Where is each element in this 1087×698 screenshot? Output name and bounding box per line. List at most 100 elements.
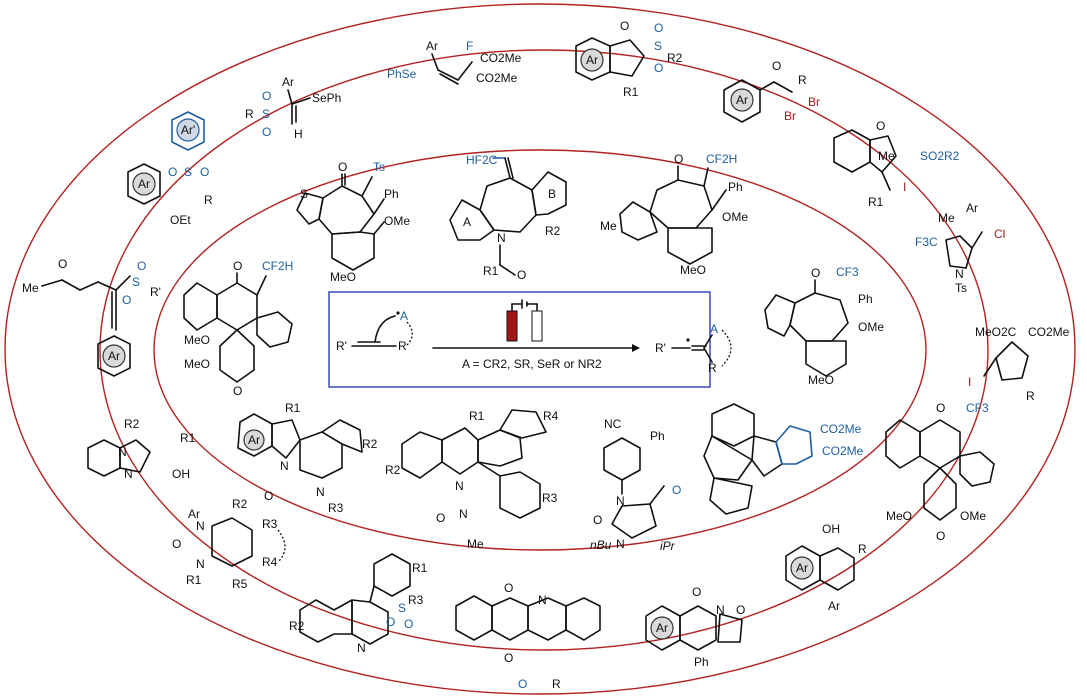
- label-o27: O: [172, 537, 181, 551]
- label-ar12: Ar: [138, 177, 150, 191]
- label-a: A: [463, 215, 471, 229]
- label-ph5: Ph: [694, 655, 709, 669]
- label-o9: O: [672, 483, 681, 497]
- label-me: Me: [600, 219, 617, 233]
- label-r1d: R1: [623, 85, 639, 99]
- label-ar4: Ar: [586, 53, 598, 67]
- label-ar7: Ar: [796, 561, 808, 575]
- label-ph: Ph: [384, 187, 399, 201]
- label-r3c: R3: [542, 491, 558, 505]
- label-o7: O: [264, 489, 273, 503]
- product-aryl-sulfonyl-enol-ether: Ar' S O O Ar R OEt: [127, 111, 213, 227]
- label-r2c: R2: [385, 463, 401, 477]
- label-b: B: [548, 187, 556, 201]
- label-cf2h2: CF2H: [262, 259, 293, 273]
- label-n3: N: [316, 485, 325, 499]
- label-o14: O: [654, 21, 663, 35]
- label-ph2: Ph: [728, 180, 743, 194]
- label-phse: PhSe: [387, 67, 417, 81]
- label-o24: O: [518, 677, 527, 691]
- label-meo4: MeO: [184, 357, 210, 371]
- label-cf3: CF3: [836, 265, 859, 279]
- label-f3c: F3C: [915, 235, 938, 249]
- label-o21: O: [736, 603, 745, 617]
- label-ts: Ts: [373, 160, 385, 174]
- label-o4: O: [233, 259, 242, 273]
- label-o2: O: [517, 268, 526, 282]
- product-indenone-sulfone: Ar O S O O R2 R1: [575, 19, 683, 99]
- label-n8: N: [955, 267, 964, 281]
- label-ph4: Ph: [650, 429, 665, 443]
- label-o5: O: [233, 384, 242, 398]
- label-ar2: Ar: [426, 39, 438, 53]
- product-isoxazolidine: Ar O N O Ph: [645, 585, 745, 669]
- label-oh: OH: [822, 522, 840, 536]
- label-r1: R1: [483, 264, 499, 278]
- label-o16: O: [772, 59, 781, 73]
- label-meo: MeO: [330, 270, 356, 284]
- label-n: N: [497, 231, 506, 245]
- label-co2me4: CO2Me: [476, 71, 518, 85]
- label-r1b: R1: [285, 401, 301, 415]
- label-cf3b: CF3: [966, 401, 989, 415]
- label-r2g: R2: [124, 417, 140, 431]
- label-ar6: Ar: [966, 201, 978, 215]
- label-ome2: OMe: [722, 210, 748, 224]
- product-acridine-quinone: O N O O R: [455, 581, 601, 691]
- label-oh2: OH: [172, 467, 190, 481]
- outer-oval: [4, 3, 1076, 695]
- label-ome: OMe: [384, 214, 410, 228]
- label-me2: Me: [467, 537, 484, 551]
- product-alkyne-sulfone: Me O S O O R' Ar: [22, 257, 161, 377]
- label-co2me5: CO2Me: [1028, 325, 1070, 339]
- label-r-ee: R: [204, 193, 213, 207]
- label-me3: Me: [878, 149, 895, 163]
- scheme-right-a: A: [710, 322, 718, 336]
- label-s3: S: [654, 39, 662, 53]
- label-cl: Cl: [994, 227, 1005, 241]
- label-r1c: R1: [469, 409, 485, 423]
- label-ar8: Ar: [828, 599, 840, 613]
- label-ome3: OMe: [858, 320, 884, 334]
- label-n15: N: [118, 445, 127, 459]
- label-ar10: Ar: [188, 507, 200, 521]
- product-naphthol: OH Ar R Ar: [785, 522, 867, 613]
- product-dibenzo-cyclopentene: CO2Me CO2Me: [703, 403, 864, 515]
- reaction-box: [328, 291, 711, 388]
- anode-electrode: [531, 310, 543, 342]
- label-r3e: R3: [262, 517, 278, 531]
- label-o32: O: [200, 165, 209, 179]
- label-o28: O: [58, 257, 67, 271]
- label-o15: O: [654, 61, 663, 75]
- product-benzimidazolone: Ar N O N R1 R2 R3 R4 R5: [172, 497, 286, 591]
- label-h: H: [294, 127, 303, 141]
- label-me4: Me: [938, 211, 955, 225]
- label-r1f: R1: [412, 561, 428, 575]
- label-o17: O: [876, 119, 885, 133]
- product-iodo-indanone: O Me SO2R2 R1 I: [833, 119, 960, 209]
- label-o26: O: [404, 617, 413, 631]
- label-r2b: R2: [362, 437, 378, 451]
- label-r1g: R1: [186, 573, 202, 587]
- label-o30: O: [122, 293, 131, 307]
- label-n11: N: [357, 641, 366, 655]
- label-r-acr: R: [552, 677, 561, 691]
- label-s2: S: [262, 107, 270, 121]
- label-o18: O: [936, 401, 945, 415]
- label-me5: Me: [22, 281, 39, 295]
- label-o: O: [338, 160, 347, 174]
- label-cf2h: CF2H: [706, 152, 737, 166]
- scheme-left-a: A: [400, 309, 408, 323]
- label-s4: S: [398, 601, 406, 615]
- label-o20: O: [692, 585, 701, 599]
- label-ar-prime: Ar': [181, 123, 195, 137]
- label-r2: R2: [545, 224, 561, 238]
- label-co2me3: CO2Me: [480, 51, 522, 65]
- label-oet: OEt: [170, 213, 191, 227]
- label-s5: S: [132, 275, 140, 289]
- scheme-right-r: R': [655, 341, 666, 355]
- scheme-left-r: R': [336, 339, 347, 353]
- label-ome4: OMe: [960, 509, 986, 523]
- label-r-np: R: [858, 542, 867, 556]
